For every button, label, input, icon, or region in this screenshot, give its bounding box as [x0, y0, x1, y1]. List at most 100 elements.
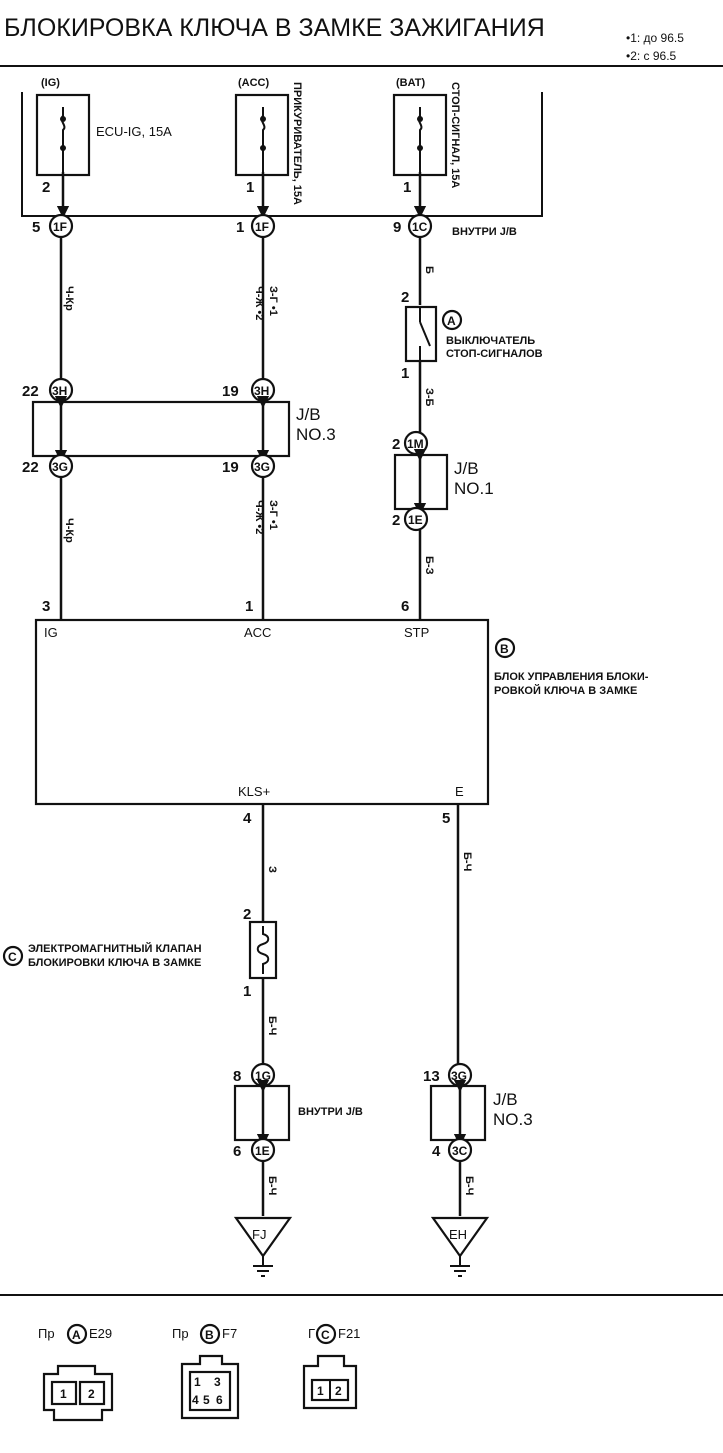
diagram-title: БЛОКИРОВКА КЛЮЧА В ЗАМКЕ ЗАЖИГАНИЯ [4, 14, 545, 42]
svg-text:2: 2 [88, 1387, 95, 1401]
fuse-ig: (IG) ECU-IG, 15A 2 [35, 77, 172, 219]
svg-text:1: 1 [317, 1384, 324, 1398]
connector-view-c: Г C F21 1 2 [302, 1323, 360, 1410]
junction-block-3-ground: 13 3G J/B NO.3 4 3C [423, 1062, 533, 1163]
svg-text:NO.3: NO.3 [296, 425, 336, 444]
svg-text:3G: 3G [451, 1069, 467, 1083]
svg-text:F7: F7 [222, 1326, 237, 1341]
svg-text:J/B: J/B [296, 405, 321, 424]
svg-text:EH: EH [449, 1227, 467, 1242]
svg-text:БЛОК УПРАВЛЕНИЯ БЛОКИ-: БЛОК УПРАВЛЕНИЯ БЛОКИ- [494, 671, 649, 683]
svg-text:СТОП-СИГНАЛОВ: СТОП-СИГНАЛОВ [446, 348, 543, 360]
svg-text:ACC: ACC [244, 625, 271, 640]
svg-text:22: 22 [22, 383, 39, 400]
svg-text:C: C [8, 950, 17, 964]
junction-block-3: 22 3H 19 3H J/B NO.3 22 3G 19 3G [22, 377, 336, 479]
svg-text:2: 2 [401, 289, 409, 306]
svg-text:ВЫКЛЮЧАТЕЛЬ: ВЫКЛЮЧАТЕЛЬ [446, 335, 535, 347]
wire-stp-top-label: Б [423, 266, 435, 274]
connector-ig-top: 5 1F [32, 213, 74, 239]
wire-ground-fj-label: Б-Ч [266, 1176, 278, 1195]
svg-text:РОВКОЙ КЛЮЧА В ЗАМКЕ: РОВКОЙ КЛЮЧА В ЗАМКЕ [494, 684, 637, 697]
svg-text:1: 1 [403, 179, 411, 196]
svg-text:ЭЛЕКТРОМАГНИТНЫЙ КЛАПАН: ЭЛЕКТРОМАГНИТНЫЙ КЛАПАН [28, 942, 202, 955]
svg-text:3: 3 [214, 1375, 221, 1389]
svg-text:F21: F21 [338, 1326, 360, 1341]
wire-ig-top-label: Ч-Кр [63, 286, 75, 311]
svg-text:B: B [205, 1328, 214, 1342]
svg-text:8: 8 [233, 1068, 241, 1085]
stop-lamp-switch: 2 A ВЫКЛЮЧАТЕЛЬ СТОП-СИГНАЛОВ 1 [401, 289, 543, 382]
svg-text:1: 1 [60, 1387, 67, 1401]
ground-fj: FJ [233, 1216, 293, 1277]
svg-text:2: 2 [42, 179, 50, 196]
svg-text:2: 2 [335, 1384, 342, 1398]
fuse-acc: (ACC) ПРИКУРИВАТЕЛЬ, 15A 1 [234, 77, 303, 219]
connector-view-b: Пр B F7 1 3 4 5 6 [172, 1323, 240, 1420]
svg-text:БЛОКИРОВКИ КЛЮЧА В ЗАМКЕ: БЛОКИРОВКИ КЛЮЧА В ЗАМКЕ [28, 957, 201, 969]
svg-text:19: 19 [222, 459, 239, 476]
wire-acc-top-label-2: Ч-Ж •2 [253, 286, 265, 320]
svg-text:3C: 3C [452, 1144, 468, 1158]
svg-text:6: 6 [233, 1143, 241, 1160]
svg-text:E29: E29 [89, 1326, 112, 1341]
wire-stp-mid-label: З-Б [423, 388, 435, 407]
svg-text:FJ: FJ [252, 1227, 266, 1242]
svg-text:2: 2 [243, 906, 251, 923]
svg-text:A: A [72, 1328, 81, 1342]
svg-text:C: C [321, 1328, 330, 1342]
svg-text:3H: 3H [254, 384, 269, 398]
svg-text:4: 4 [243, 810, 252, 827]
svg-text:ПРИКУРИВАТЕЛЬ, 15A: ПРИКУРИВАТЕЛЬ, 15A [291, 82, 303, 205]
key-lock-ecu: 3 1 6 IG ACC STP KLS+ E B БЛОК УПРАВЛЕНИ… [34, 598, 649, 827]
svg-text:6: 6 [216, 1393, 223, 1407]
svg-text:1C: 1C [412, 220, 428, 234]
key-lock-solenoid: 2 C ЭЛЕКТРОМАГНИТНЫЙ КЛАПАН БЛОКИРОВКИ К… [2, 906, 278, 1000]
svg-text:NO.3: NO.3 [493, 1110, 533, 1129]
wire-stp-bottom-label: Б-З [423, 556, 435, 575]
svg-text:1M: 1M [407, 437, 424, 451]
inside-jb-top-label: ВНУТРИ J/B [452, 226, 517, 238]
svg-text:1G: 1G [255, 1069, 271, 1083]
svg-text:Г: Г [308, 1326, 315, 1341]
note-2: •2: с 96.5 [626, 49, 677, 63]
svg-text:Пр: Пр [172, 1326, 189, 1341]
svg-text:3G: 3G [254, 460, 270, 474]
svg-text:(IG): (IG) [41, 77, 60, 89]
junction-block-1: 2 1M J/B NO.1 2 1E [392, 430, 494, 532]
wire-ig-bottom-label: Ч-Кр [63, 518, 75, 543]
svg-text:6: 6 [401, 598, 409, 615]
svg-text:E: E [455, 784, 464, 799]
svg-text:KLS+: KLS+ [238, 784, 270, 799]
svg-text:A: A [447, 314, 456, 328]
wire-ground-eh-label: Б-Ч [463, 1176, 475, 1195]
svg-text:2: 2 [392, 512, 400, 529]
svg-text:(BAT): (BAT) [396, 77, 425, 89]
svg-text:1: 1 [401, 365, 409, 382]
svg-text:(ACC): (ACC) [238, 77, 269, 89]
wire-kls-label: З [266, 866, 278, 873]
svg-text:STP: STP [404, 625, 429, 640]
svg-text:3H: 3H [52, 384, 67, 398]
svg-text:Пр: Пр [38, 1326, 55, 1341]
svg-text:1: 1 [245, 598, 253, 615]
svg-text:1F: 1F [255, 220, 269, 234]
svg-text:22: 22 [22, 459, 39, 476]
wire-sol-out-label: Б-Ч [266, 1016, 278, 1035]
fuse-bat: (BAT) СТОП-СИГНАЛ, 15A 1 [392, 77, 461, 219]
svg-text:J/B: J/B [454, 459, 479, 478]
wire-acc-top-label-1: З-Г •1 [267, 286, 279, 316]
svg-text:1E: 1E [408, 513, 423, 527]
svg-text:NO.1: NO.1 [454, 479, 494, 498]
svg-text:J/B: J/B [493, 1090, 518, 1109]
svg-text:5: 5 [203, 1393, 210, 1407]
fuse-box-frame [21, 92, 543, 217]
svg-text:ECU-IG, 15A: ECU-IG, 15A [96, 124, 172, 139]
wire-e-label: Б-Ч [461, 852, 473, 871]
ground-eh: EH [430, 1216, 490, 1277]
connector-acc-top: 1 1F [236, 213, 276, 239]
svg-text:1: 1 [194, 1375, 201, 1389]
svg-text:4: 4 [192, 1393, 199, 1407]
svg-text:СТОП-СИГНАЛ, 15A: СТОП-СИГНАЛ, 15A [449, 82, 461, 188]
svg-text:1: 1 [246, 179, 254, 196]
